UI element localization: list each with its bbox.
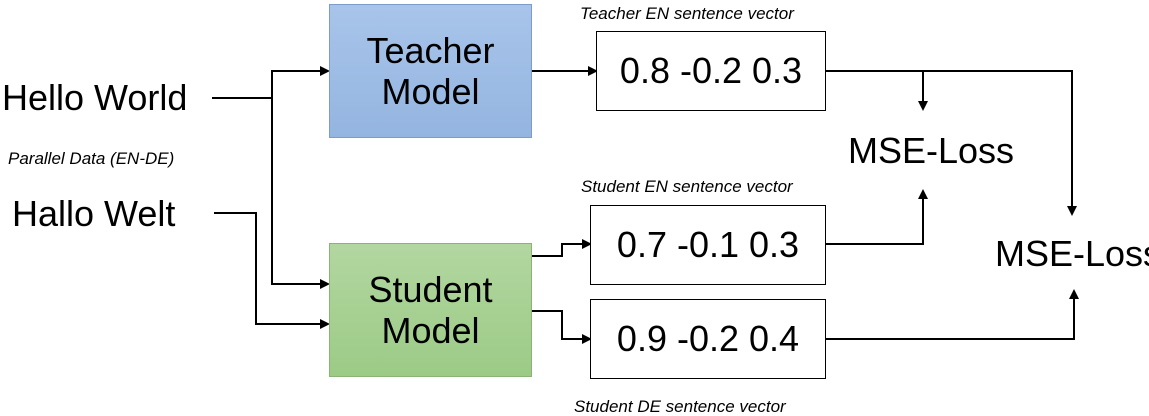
student-en-vector-value: 0.7 -0.1 0.3 [616,224,800,265]
student-de-vector-caption: Student DE sentence vector [574,397,786,416]
student-model-label-line2: Model [381,310,480,351]
student-model-node: Student Model [329,243,532,377]
teacher-model-label-line2: Model [381,71,480,112]
parallel-data-caption: Parallel Data (EN-DE) [8,149,175,168]
edge-teacher-vector-to-mse-de [826,70,1077,216]
teacher-en-vector-node: 0.8 -0.2 0.3 [596,31,826,111]
edge-hello-world-to-student [271,98,330,289]
edge-student-to-en-vector [532,239,592,257]
student-en-vector-caption: Student EN sentence vector [581,177,793,196]
student-de-vector-value: 0.9 -0.2 0.4 [616,318,800,359]
mse-loss-de-label: MSE-Loss [995,233,1149,274]
teacher-model-label-line1: Teacher [366,29,495,71]
input-english-sentence: Hello World [2,77,188,118]
student-model-label-line1: Student [368,268,493,310]
edge-hello-world-to-teacher [271,66,330,98]
input-german-sentence: Hallo Welt [12,193,176,234]
student-en-vector-node: 0.7 -0.1 0.3 [590,205,826,285]
edge-student-en-to-mse-en [826,189,928,245]
teacher-en-vector-value: 0.8 -0.2 0.3 [619,50,803,91]
edge-student-de-to-mse-de [826,289,1079,340]
teacher-en-vector-caption: Teacher EN sentence vector [580,4,794,23]
teacher-model-node: Teacher Model [329,4,532,138]
edge-student-to-de-vector [532,310,592,344]
edge-hallo-welt-to-student [214,212,330,329]
student-de-vector-node: 0.9 -0.2 0.4 [590,299,826,379]
mse-loss-en-label: MSE-Loss [848,130,1015,171]
